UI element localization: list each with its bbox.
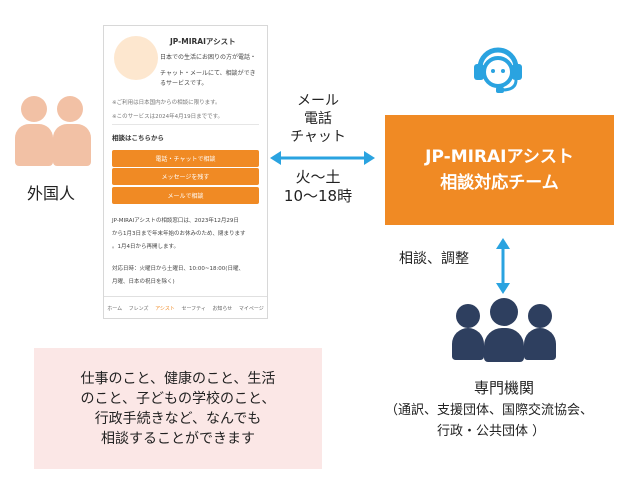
foreign-person-label: 外国人 bbox=[27, 184, 76, 203]
hours-line-2: 月曜、日本の祝日を除く) bbox=[112, 279, 175, 285]
nav-home[interactable]: ホーム bbox=[107, 305, 123, 312]
consult-heading: 相談はこちらから bbox=[112, 134, 164, 142]
hours-label: 火〜土 10〜18時 bbox=[271, 168, 365, 206]
divider bbox=[112, 124, 259, 125]
experts-title: 専門機関 bbox=[474, 379, 535, 397]
consultation-topics-box: 仕事のこと、健康のこと、生活 のこと、子どもの学校のこと、 行政手続きなど、なん… bbox=[34, 348, 322, 469]
hours-time: 10〜18時 bbox=[283, 187, 353, 205]
bottom-nav: ホーム フレンズ アシスト セーフティ お知らせ マイページ bbox=[104, 296, 267, 318]
intro-line-3: るサービスです。 bbox=[160, 80, 208, 87]
topics-line-2: のこと、子どもの学校のこと、 bbox=[80, 390, 276, 407]
bidirectional-arrow-vertical bbox=[496, 238, 510, 294]
nav-assist[interactable]: アシスト bbox=[155, 305, 175, 312]
channel-mail: メール bbox=[297, 93, 339, 109]
app-screenshot: JP-MIRAIアシスト 日本での生活にお困りの方が電話・ チャット・メールにて… bbox=[103, 25, 268, 319]
holiday-line-2: から1月3日まで年末年始のお休みのため、閉まります bbox=[112, 231, 246, 237]
topics-line-4: 相談することができます bbox=[101, 430, 255, 447]
nav-news[interactable]: お知らせ bbox=[212, 305, 233, 312]
intro-line-2: チャット・メールにて、相談ができ bbox=[160, 70, 256, 77]
hours-days: 火〜土 bbox=[295, 168, 341, 186]
topics-line-3: 行政手続きなど、なんでも bbox=[94, 410, 262, 427]
channel-phone: 電話 bbox=[304, 111, 332, 127]
headset-operator-icon bbox=[474, 47, 522, 93]
bidirectional-arrow-horizontal bbox=[270, 151, 375, 165]
note-1: ※ご利用は日本国内からの相談に限ります。 bbox=[112, 100, 221, 106]
operator-illustration bbox=[114, 36, 158, 80]
note-2: ※このサービスは2024年4月19日までです。 bbox=[112, 114, 224, 120]
expert-group-icon bbox=[452, 298, 556, 362]
mail-button[interactable]: メールで相談 bbox=[112, 187, 259, 204]
foreign-people-icon bbox=[15, 92, 95, 167]
experts-detail-1: （通訳、支援団体、国際交流協会、 bbox=[385, 403, 594, 418]
topics-line-1: 仕事のこと、健康のこと、生活 bbox=[80, 370, 276, 387]
support-team-box: JP-MIRAIアシスト 相談対応チーム bbox=[385, 115, 614, 225]
leave-message-button[interactable]: メッセージを残す bbox=[112, 168, 259, 185]
intro-line-1: 日本での生活にお困りの方が電話・ bbox=[160, 54, 257, 61]
channel-list: メール 電話 チャット bbox=[278, 92, 358, 146]
support-team-name: JP-MIRAIアシスト bbox=[425, 147, 574, 167]
nav-friends[interactable]: フレンズ bbox=[128, 305, 149, 312]
experts-detail-2: 行政・公共団体 ） bbox=[437, 424, 546, 439]
phone-chat-button[interactable]: 電話・チャットで相談 bbox=[112, 150, 259, 167]
consult-coordination-label: 相談、調整 bbox=[399, 251, 469, 267]
app-title: JP-MIRAIアシスト bbox=[170, 37, 236, 46]
hours-line-1: 対応日時：火曜日から土曜日、10:00~18:00(日曜、 bbox=[112, 266, 244, 272]
nav-safety[interactable]: セーフティ bbox=[181, 305, 206, 312]
support-team-role: 相談対応チーム bbox=[440, 173, 559, 193]
channel-chat: チャット bbox=[290, 129, 346, 145]
holiday-line-1: JP-MIRAIアシストの相談窓口は、2023年12月29日 bbox=[112, 218, 239, 224]
nav-mypage[interactable]: マイページ bbox=[238, 305, 264, 312]
holiday-line-3: 。1月4日から再開します。 bbox=[112, 244, 179, 250]
